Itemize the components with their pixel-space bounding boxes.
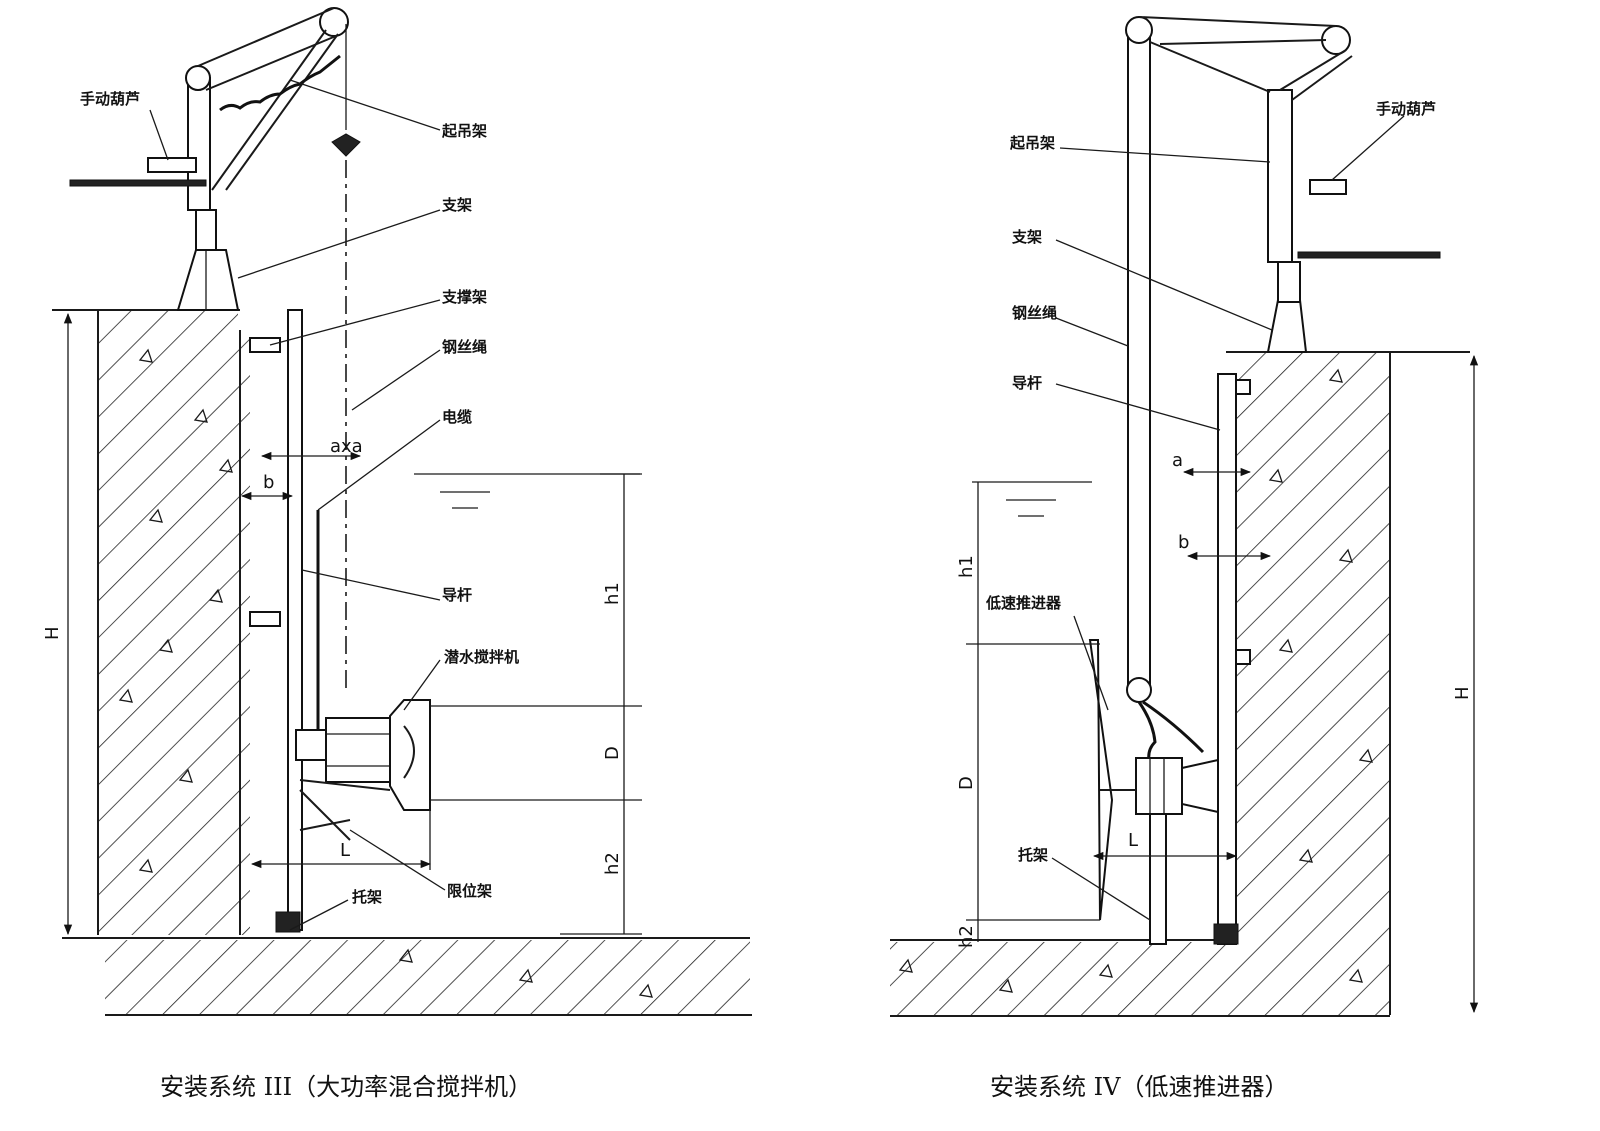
left-dim-axa: axa (330, 436, 363, 457)
left-label-wire: 钢丝绳 (442, 338, 487, 356)
left-aggregate-marks (118, 348, 653, 998)
right-label-support: 支架 (1011, 228, 1042, 246)
system-iv-diagram: 起吊架 手动葫芦 支架 钢丝绳 导杆 低速推进器 托架 a b h1 D h2 … (890, 16, 1479, 1101)
right-label-bracket: 托架 (1018, 846, 1048, 864)
left-dim-H: H (42, 626, 63, 640)
right-dim-b: b (1178, 532, 1189, 553)
right-label-hoist: 手动葫芦 (1376, 100, 1436, 118)
right-label-thruster: 低速推进器 (985, 594, 1062, 612)
left-dim-h2: h2 (602, 852, 623, 875)
right-dim-a: a (1172, 450, 1183, 471)
right-crane (1125, 16, 1441, 703)
left-water-level (414, 473, 640, 509)
left-label-support: 支架 (441, 196, 472, 214)
left-label-cable: 电缆 (442, 408, 472, 426)
right-label-wire: 钢丝绳 (1012, 304, 1057, 322)
left-wall (52, 309, 250, 935)
right-wall (1226, 351, 1470, 1015)
right-label-guide: 导杆 (1012, 374, 1042, 392)
left-dimensions (63, 312, 642, 936)
right-leaders (1051, 115, 1405, 921)
left-label-brace: 支撑架 (441, 288, 487, 306)
left-dim-b: b (263, 472, 274, 493)
left-floor (62, 937, 752, 1016)
left-label-limiter: 限位架 (447, 882, 492, 900)
left-label-hoist: 手动葫芦 (80, 90, 140, 108)
left-guide-rail (249, 309, 303, 933)
right-dim-H: H (1452, 686, 1473, 700)
right-water-level (972, 481, 1092, 517)
right-dimensions (966, 354, 1479, 1014)
right-thruster (1088, 639, 1219, 945)
left-label-mixer: 潜水搅拌机 (444, 648, 519, 666)
left-dim-h1: h1 (602, 582, 623, 605)
left-label-bracket: 托架 (352, 888, 382, 906)
system-iii-diagram: 手动葫芦 起吊架 支架 支撑架 钢丝绳 电缆 导杆 潜水搅拌机 限位架 托架 a… (42, 7, 752, 1101)
left-leaders (149, 79, 446, 931)
right-dim-D: D (956, 776, 977, 790)
right-dim-L: L (1128, 830, 1138, 851)
right-floor (890, 939, 1390, 1017)
left-label-guide: 导杆 (442, 586, 472, 604)
left-caption: 安装系统 III（大功率混合搅拌机） (160, 1073, 532, 1101)
right-label-crane: 起吊架 (1009, 134, 1055, 152)
right-aggregate-marks (898, 368, 1373, 993)
left-mixer (295, 699, 431, 841)
right-dim-h2: h2 (956, 925, 977, 948)
right-caption: 安装系统 IV（低速推进器） (990, 1073, 1288, 1101)
right-guide-rail (1213, 373, 1251, 945)
left-crane (69, 7, 361, 311)
left-dim-L: L (340, 840, 350, 861)
left-label-crane: 起吊架 (441, 122, 487, 140)
left-dim-D: D (602, 746, 623, 760)
right-dim-h1: h1 (956, 555, 977, 578)
